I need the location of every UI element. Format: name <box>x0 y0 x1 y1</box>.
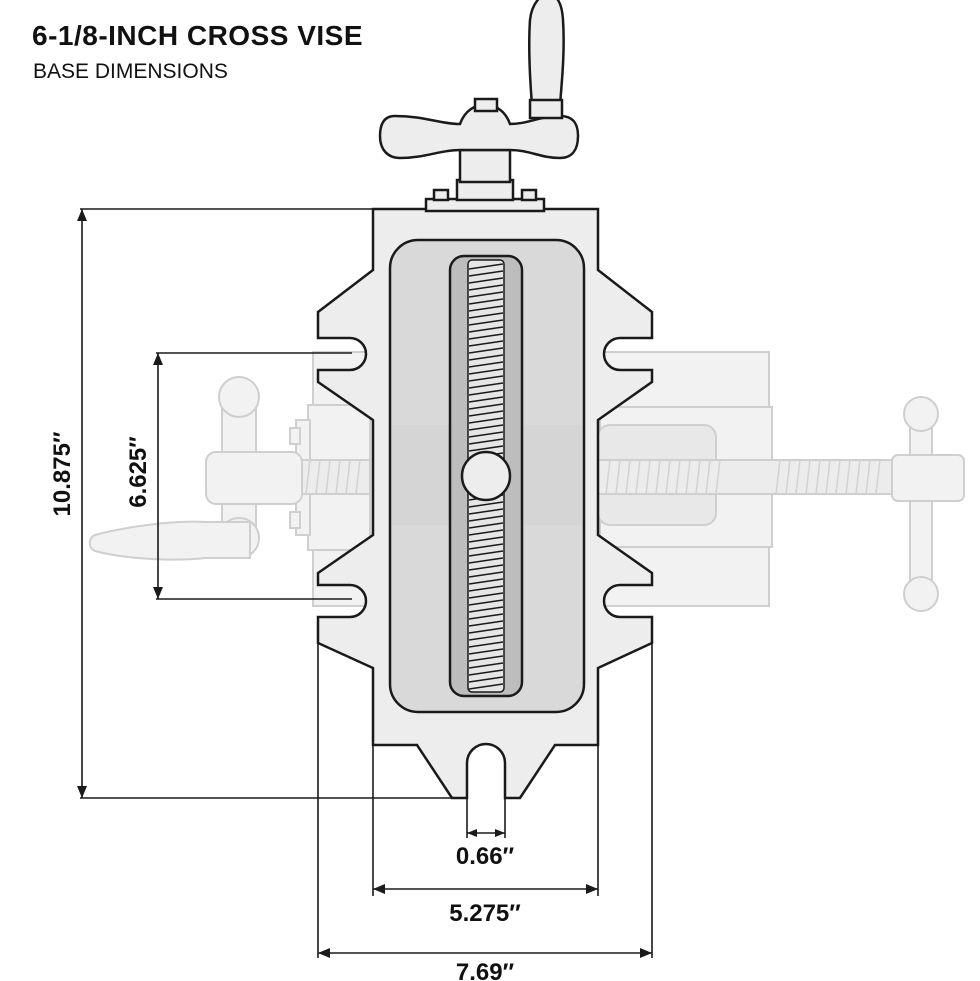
top-hub-stem <box>458 148 512 184</box>
screw-thread-line <box>468 508 504 515</box>
screw-thread-line <box>468 641 504 648</box>
ghost-bolt-bottom <box>289 511 301 529</box>
screw-thread-line <box>468 298 504 305</box>
screw-thread-line <box>468 655 504 662</box>
ghost-right-handle-knob-bottom <box>903 576 939 612</box>
dim-label-slot-width: 0.66″ <box>456 843 515 870</box>
dim-label-overall-length: 10.875″ <box>49 431 76 516</box>
arrow-overall-right <box>640 948 652 958</box>
screw-thread-line <box>468 613 504 620</box>
screw-thread-line <box>468 396 504 403</box>
screw-thread-line <box>468 606 504 613</box>
screw-thread-line <box>468 669 504 676</box>
dim-label-slot-spacing: 6.625″ <box>125 436 152 508</box>
screw-thread-line <box>468 389 504 396</box>
ghost-left-handle-grip <box>88 520 251 561</box>
screw-thread-line <box>468 270 504 277</box>
screw-thread-line <box>468 683 504 690</box>
arrow-length-bottom <box>77 786 87 798</box>
screw-thread-line <box>468 382 504 389</box>
screw-thread-line <box>468 354 504 361</box>
arrow-spacing-bottom <box>153 587 163 599</box>
arrow-inner-left <box>373 884 385 894</box>
dimension-lines <box>80 208 653 958</box>
screw-thread-line <box>468 585 504 592</box>
screw-thread-line <box>468 550 504 557</box>
screw-thread-line <box>468 291 504 298</box>
screw-thread-line <box>468 284 504 291</box>
screw-thread-line <box>468 305 504 312</box>
top-hub-cap <box>473 97 499 113</box>
screw-thread-line <box>468 543 504 550</box>
screw-thread-line <box>468 347 504 354</box>
dimension-arrows <box>77 209 652 958</box>
screw-thread-line <box>468 620 504 627</box>
screw-thread-line <box>468 403 504 410</box>
screw-thread-line <box>468 522 504 529</box>
screw-thread-line <box>468 431 504 438</box>
screw-thread-line <box>468 557 504 564</box>
page-title: 6-1/8-INCH CROSS VISE <box>32 20 364 51</box>
screw-thread-line <box>468 536 504 543</box>
ghost-left-handle-hub <box>205 451 303 505</box>
screw-thread-line <box>468 319 504 326</box>
top-mount-bolt-right <box>520 188 538 202</box>
top-mount-bolt-left <box>432 188 450 202</box>
ghost-screw-right <box>597 459 899 495</box>
ghost-right-handle-knob-top <box>903 396 939 432</box>
screw-thread-line <box>468 445 504 452</box>
top-handle-grip <box>527 0 565 107</box>
ghost-thread-lines <box>305 459 881 495</box>
screw-thread-line <box>468 662 504 669</box>
arrow-slot-left <box>467 829 477 837</box>
screw-thread-line <box>468 326 504 333</box>
dim-label-inner-width: 5.275″ <box>449 900 521 927</box>
screw-thread-line <box>468 410 504 417</box>
arrow-overall-left <box>318 948 330 958</box>
screw-thread-line <box>468 578 504 585</box>
screw-thread-line <box>468 571 504 578</box>
screw-thread-line <box>468 599 504 606</box>
ghost-right-handle-hub <box>891 454 965 502</box>
ghost-right-handle-bar <box>909 407 933 601</box>
arrow-length-top <box>77 209 87 221</box>
screw-thread-line <box>468 515 504 522</box>
top-handle-assembly <box>378 0 580 213</box>
ghost-bolt-top <box>289 427 301 445</box>
screw-thread-line <box>468 277 504 284</box>
lead-screw-nut <box>460 450 512 502</box>
arrow-spacing-top <box>153 353 163 365</box>
arrow-inner-right <box>586 884 598 894</box>
screw-thread-line <box>468 438 504 445</box>
screw-thread-line <box>468 417 504 424</box>
ghost-left-handle-knob-top <box>218 376 260 418</box>
screw-thread-line <box>468 564 504 571</box>
dim-label-overall-width: 7.69″ <box>456 959 515 981</box>
screw-thread-line <box>468 312 504 319</box>
top-handle-ferrule <box>528 98 564 120</box>
screw-thread-line <box>468 424 504 431</box>
screw-thread-line <box>468 340 504 347</box>
screw-thread-line <box>468 648 504 655</box>
screw-thread-line <box>468 529 504 536</box>
screw-thread-line <box>468 263 504 270</box>
screw-thread-line <box>468 361 504 368</box>
screw-thread-line <box>468 634 504 641</box>
screw-thread-line <box>468 592 504 599</box>
screw-thread-line <box>468 627 504 634</box>
screw-thread-line <box>468 333 504 340</box>
screw-thread-line <box>468 501 504 508</box>
arrow-slot-right <box>495 829 505 837</box>
screw-thread-line <box>468 368 504 375</box>
screw-thread-line <box>468 375 504 382</box>
screw-thread-line <box>468 676 504 683</box>
page-subtitle: BASE DIMENSIONS <box>33 60 228 83</box>
